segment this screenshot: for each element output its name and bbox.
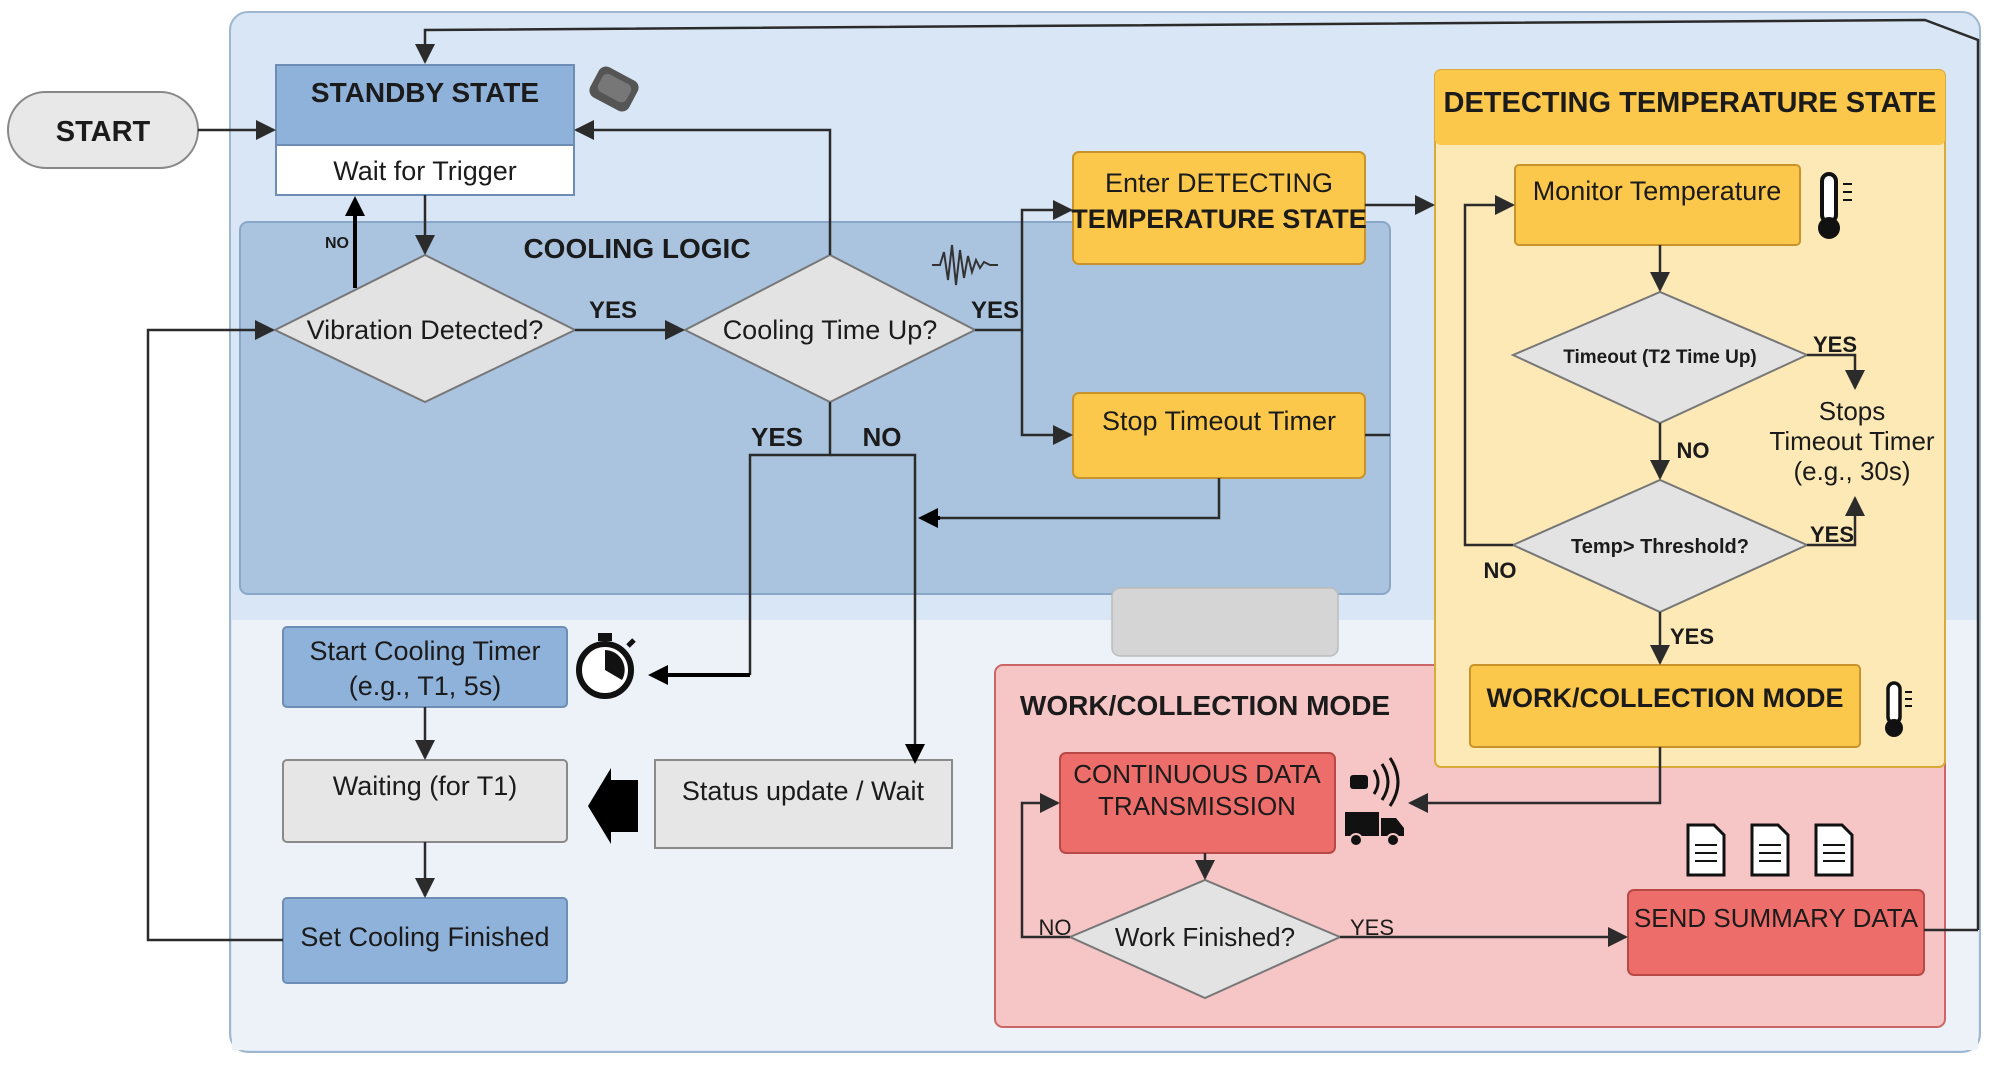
- standby-state-title: STANDBY STATE: [311, 77, 539, 108]
- vibration-wave-icon: [932, 244, 998, 286]
- stop-timeout-timer-label: Stop Timeout Timer: [1102, 406, 1336, 436]
- stopwatch-icon: [576, 633, 636, 699]
- continuous-transmission-line2: TRANSMISSION: [1098, 791, 1296, 821]
- thermometer-icon: [1818, 172, 1852, 239]
- status-update-label: Status update / Wait: [682, 776, 925, 806]
- monitor-temperature-box: [1514, 164, 1801, 246]
- stops-timer-note-3: (e.g., 30s): [1793, 456, 1910, 486]
- detecting-state-title: DETECTING TEMPERATURE STATE: [1444, 87, 1937, 119]
- truck-icon: [1345, 812, 1404, 847]
- status-to-waiting-arrow: [588, 768, 638, 844]
- set-cooling-finished-label: Set Cooling Finished: [300, 922, 549, 952]
- vibration-detected-label: Vibration Detected?: [307, 315, 544, 345]
- start-cooling-timer-line2: (e.g., T1, 5s): [349, 671, 502, 701]
- thermometer-icon: [1885, 681, 1912, 737]
- send-summary-box: [1627, 889, 1925, 976]
- continuous-transmission-box: [1059, 752, 1336, 854]
- start-label: START: [56, 116, 151, 148]
- work-finished-label: Work Finished?: [1115, 922, 1295, 952]
- wait-for-trigger-box: [275, 144, 575, 196]
- monitor-temperature-label: Monitor Temperature: [1533, 176, 1782, 206]
- document-icon: [1686, 823, 1726, 877]
- status-update-box: [654, 759, 953, 849]
- standby-state-box: [275, 64, 575, 146]
- enter-detecting-line1: Enter DETECTING: [1105, 168, 1333, 198]
- label-yes-split: YES: [751, 422, 803, 452]
- label-yes-work-finished: YES: [1350, 915, 1394, 940]
- label-yes-work: YES: [1670, 624, 1714, 649]
- emphasis-arrows: [345, 196, 940, 764]
- enter-detecting-box: [1072, 151, 1366, 265]
- send-summary-label: SEND SUMMARY DATA: [1634, 903, 1919, 933]
- connector-lines: [146, 18, 1980, 947]
- waiting-t1-label: Waiting (for T1): [333, 771, 518, 801]
- work-collection-mode-label: WORK/COLLECTION MODE: [1487, 683, 1844, 713]
- blank-placeholder-box: [1111, 587, 1339, 657]
- start-cooling-timer-line1: Start Cooling Timer: [309, 636, 540, 666]
- continuous-transmission-line1: CONTINUOUS DATA: [1073, 759, 1321, 789]
- label-no-threshold: NO: [1484, 558, 1517, 583]
- label-yes-vibration: YES: [589, 297, 637, 324]
- cooling-logic-title: COOLING LOGIC: [523, 233, 750, 264]
- document-icon: [1750, 823, 1790, 877]
- cooling-time-up-label: Cooling Time Up?: [723, 315, 938, 345]
- device-icon: [589, 66, 639, 112]
- temp-threshold-label: Temp> Threshold?: [1571, 536, 1749, 558]
- label-no-vibration: NO: [325, 235, 349, 252]
- label-no-timeout: NO: [1677, 438, 1710, 463]
- label-yes-threshold: YES: [1810, 522, 1854, 547]
- stops-timer-note-1: Stops: [1819, 396, 1886, 426]
- label-yes-timeout: YES: [1813, 332, 1857, 357]
- timeout-t2-label: Timeout (T2 Time Up): [1563, 347, 1757, 368]
- detecting-temperature-header: [1435, 70, 1945, 145]
- label-yes-cooling: YES: [971, 297, 1019, 324]
- work-collection-title: WORK/COLLECTION MODE: [1020, 690, 1390, 721]
- wait-for-trigger-label: Wait for Trigger: [333, 156, 517, 186]
- document-icon: [1814, 823, 1854, 877]
- stops-timer-note-2: Timeout Timer: [1769, 426, 1935, 456]
- wireless-signal-icon: [1350, 757, 1400, 807]
- enter-detecting-line2: TEMPERATURE STATE: [1071, 204, 1367, 234]
- label-no-work-finished: NO: [1039, 915, 1072, 940]
- label-no-split: NO: [863, 422, 902, 452]
- work-collection-mode-box: [1469, 664, 1861, 748]
